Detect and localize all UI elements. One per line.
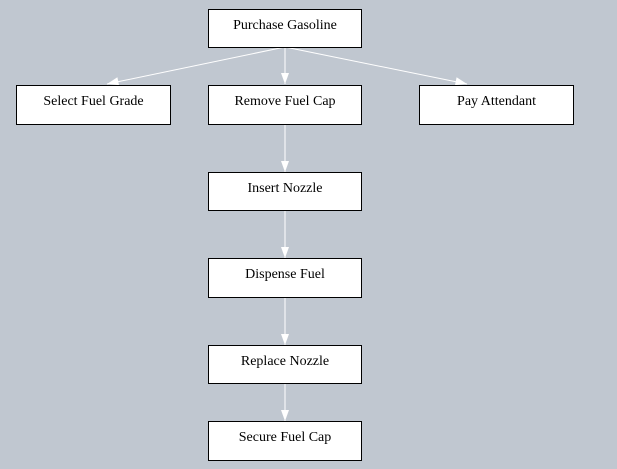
node-replace-nozzle[interactable]: Replace Nozzle <box>208 345 362 384</box>
node-insert-nozzle[interactable]: Insert Nozzle <box>208 172 362 211</box>
arrowhead-pay-attendant <box>455 77 467 86</box>
edge-purchase-to-grade <box>106 46 286 85</box>
node-label: Purchase Gasoline <box>233 17 337 33</box>
node-purchase-gasoline[interactable]: Purchase Gasoline <box>208 9 362 48</box>
node-label: Replace Nozzle <box>240 353 330 369</box>
arrowhead-dispense-fuel <box>281 247 289 258</box>
node-dispense-fuel[interactable]: Dispense Fuel <box>208 258 362 298</box>
arrowhead-select-fuel-grade <box>107 77 119 86</box>
node-pay-attendant[interactable]: Pay Attendant <box>419 85 574 125</box>
edge-purchase-to-pay <box>284 46 468 85</box>
node-label: Remove Fuel Cap <box>234 94 336 109</box>
node-label: Secure Fuel Cap <box>238 430 332 445</box>
node-remove-fuel-cap[interactable]: Remove Fuel Cap <box>208 85 362 125</box>
arrowhead-secure-fuel-cap <box>281 410 289 421</box>
node-label: Dispense Fuel <box>245 267 325 282</box>
node-label: Pay Attendant <box>457 94 536 109</box>
arrowhead-remove-fuel-cap <box>281 73 289 84</box>
node-secure-fuel-cap[interactable]: Secure Fuel Cap <box>208 421 362 461</box>
node-label: Insert Nozzle <box>247 180 323 196</box>
node-select-fuel-grade[interactable]: Select Fuel Grade <box>16 85 171 125</box>
node-label: Select Fuel Grade <box>43 94 144 109</box>
arrowhead-insert-nozzle <box>281 161 289 172</box>
arrowhead-replace-nozzle <box>281 334 289 345</box>
